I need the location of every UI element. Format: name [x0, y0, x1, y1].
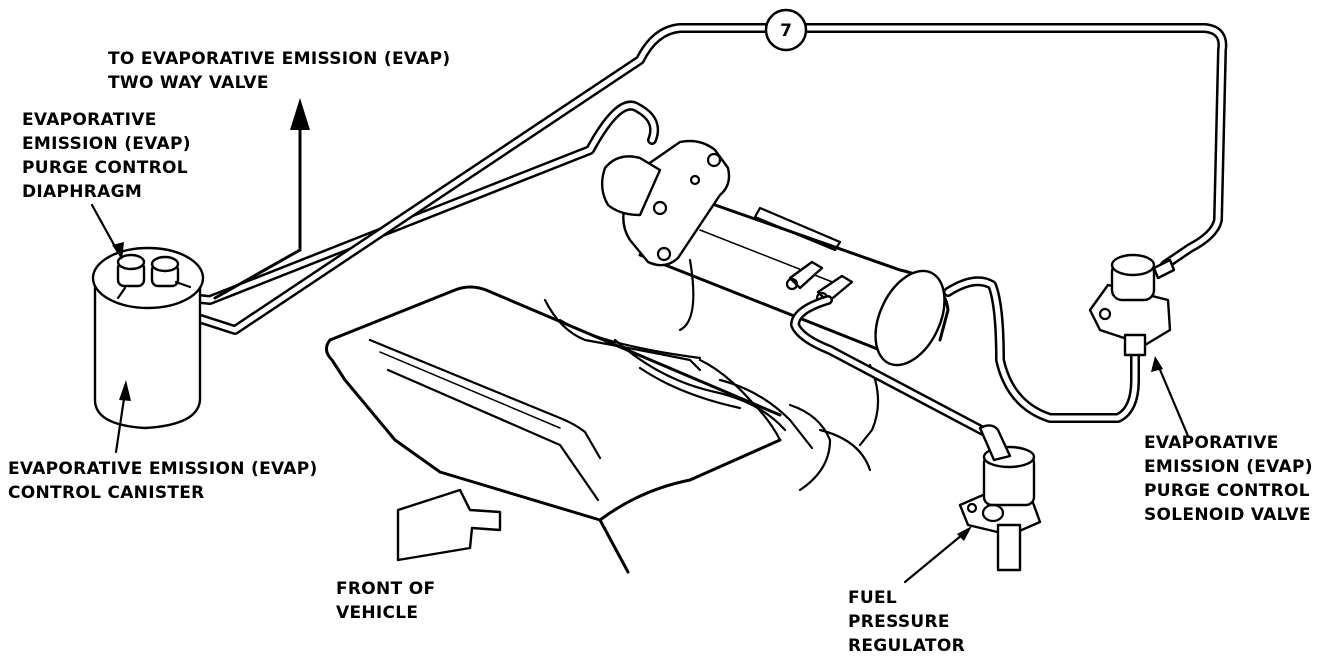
label-fuel-pressure-regulator: FUEL PRESSURE REGULATOR [848, 586, 965, 658]
intake-manifold [325, 139, 950, 574]
label-line: PRESSURE [848, 612, 950, 632]
label-line: VEHICLE [336, 603, 419, 623]
label-line: FUEL [848, 588, 898, 608]
up-arrow-icon [290, 98, 310, 130]
hose-number: 7 [780, 21, 792, 41]
label-purge-diaphragm: EVAPORATIVE EMISSION (EVAP) PURGE CONTRO… [22, 108, 191, 204]
label-line: CONTROL CANISTER [8, 483, 205, 503]
label-line: EVAPORATIVE [22, 110, 157, 130]
front-of-vehicle-arrow [396, 488, 502, 562]
hose-number-badge: 7 [764, 8, 808, 52]
purge-solenoid-valve [1088, 253, 1176, 357]
label-line: FRONT OF [336, 579, 436, 599]
label-purge-solenoid: EVAPORATIVE EMISSION (EVAP) PURGE CONTRO… [1144, 431, 1313, 527]
fuel-pressure-regulator [958, 424, 1042, 572]
evap-canister [91, 246, 205, 430]
label-line: EVAPORATIVE EMISSION (EVAP) [8, 459, 318, 479]
label-canister: EVAPORATIVE EMISSION (EVAP) CONTROL CANI… [8, 457, 318, 505]
label-line: EMISSION (EVAP) [1144, 457, 1313, 477]
label-line: EMISSION (EVAP) [22, 134, 191, 154]
label-front-of-vehicle: FRONT OF VEHICLE [336, 577, 435, 625]
label-line: PURGE CONTROL [1144, 481, 1310, 501]
label-line: SOLENOID VALVE [1144, 505, 1311, 525]
vacuum-hoses [143, 23, 1228, 437]
label-line: TO EVAPORATIVE EMISSION (EVAP) [108, 49, 451, 69]
label-line: EVAPORATIVE [1144, 433, 1279, 453]
label-two-way-valve: TO EVAPORATIVE EMISSION (EVAP) TWO WAY V… [108, 47, 450, 95]
leader-lines [90, 98, 1190, 584]
label-line: TWO WAY VALVE [108, 73, 269, 93]
label-line: PURGE CONTROL [22, 158, 188, 178]
label-line: REGULATOR [848, 636, 965, 656]
label-line: DIAPHRAGM [22, 182, 143, 202]
